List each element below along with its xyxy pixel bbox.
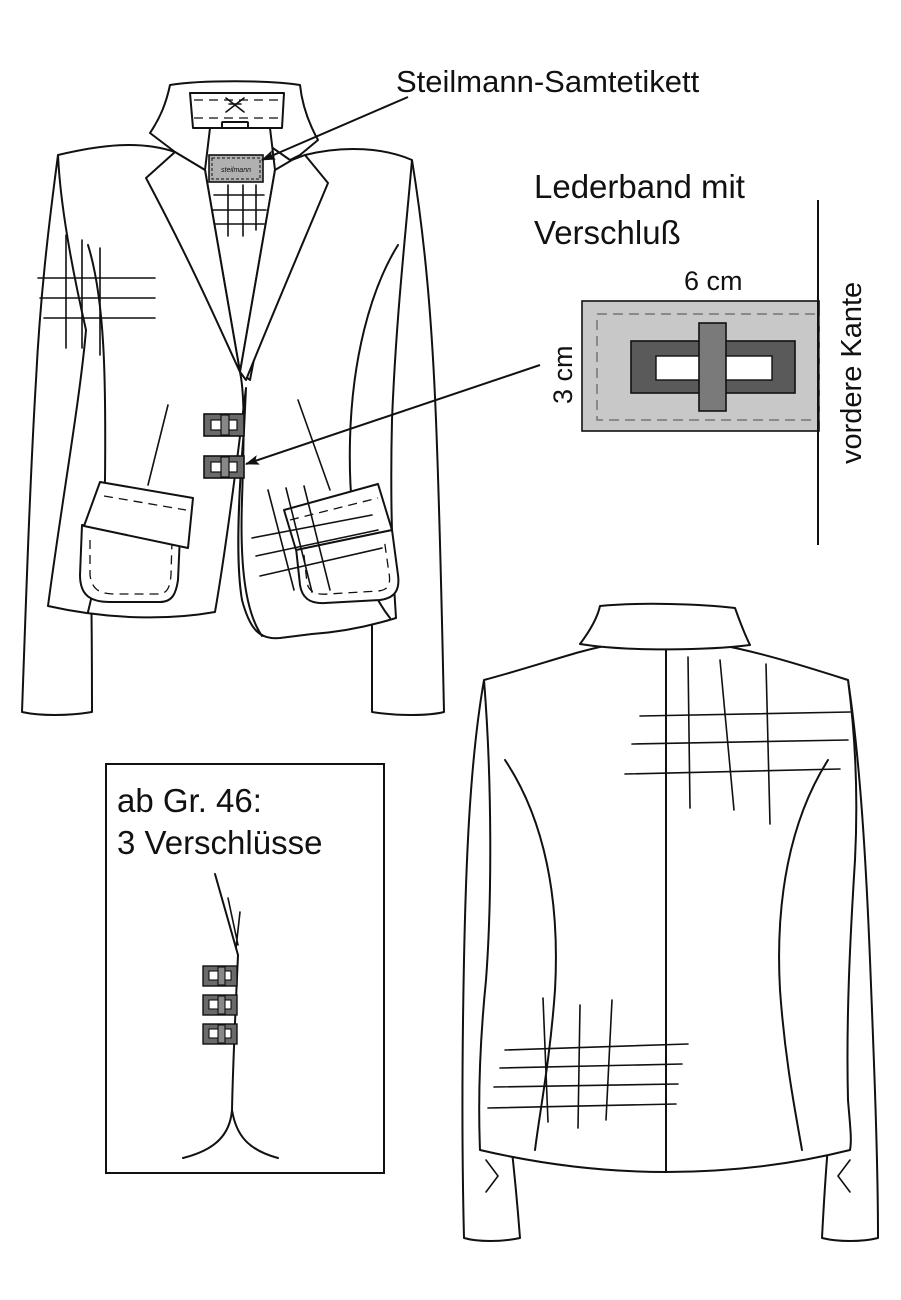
velvet-label-title: Steilmann-Samtetikett (396, 64, 700, 99)
collar-inner-band (189, 92, 285, 129)
front-right-dart (297, 399, 331, 491)
front-right-lapel (239, 154, 329, 381)
toggle-clasp-icon (202, 1023, 238, 1045)
back-body (478, 644, 858, 1173)
back-right-sleeve-vent (837, 1159, 851, 1193)
leather-strap-title-line2: Verschluß (534, 214, 681, 251)
toggle-clasp-icon (202, 965, 238, 987)
tag-script-text: steilmann (221, 167, 251, 174)
size-note-lapel (214, 873, 239, 956)
front-edge-line (239, 371, 263, 637)
back-collar (579, 602, 751, 651)
front-left-dart (147, 404, 169, 486)
strap-height-label: 3 cm (548, 345, 578, 404)
toggle-clasp-icon (203, 455, 245, 479)
leather-strap-title-line1: Lederband mit (534, 168, 745, 205)
back-right-side-seam (778, 759, 829, 1151)
size-note-notch (227, 897, 241, 949)
back-upper-check-pattern (624, 656, 851, 825)
size-note-box: ab Gr. 46: 3 Verschlüsse (105, 763, 385, 1174)
toggle-clasp-icon (203, 413, 245, 437)
front-left-pocket (79, 481, 194, 603)
back-left-sleeve-vent (485, 1159, 499, 1193)
size-note-line1: ab Gr. 46: (117, 782, 262, 819)
size-note-front-edge-right (231, 1109, 279, 1159)
strap-width-label: 6 cm (684, 266, 743, 296)
back-lower-check-pattern (487, 997, 689, 1129)
size-note-front-edge (182, 954, 239, 1159)
jacket-back-view (461, 602, 879, 1242)
toggle-clasp-icon (202, 994, 238, 1016)
sleeve-check-pattern (37, 234, 156, 356)
velvet-label-arrow (261, 96, 409, 161)
velvet-label-tag: steilmann (208, 154, 264, 183)
leather-strap-detail (581, 300, 820, 432)
size-note-line2: 3 Verschlüsse (117, 824, 322, 861)
back-left-side-seam (504, 759, 557, 1151)
front-body-check-pattern (251, 485, 383, 593)
neck-check-pattern (212, 184, 267, 237)
clasp-toggle-bar (698, 322, 727, 412)
jacket-front-view: steilmann (21, 80, 445, 716)
closure-arrow (245, 364, 541, 465)
front-edge-label: vordere Kante (836, 282, 868, 464)
